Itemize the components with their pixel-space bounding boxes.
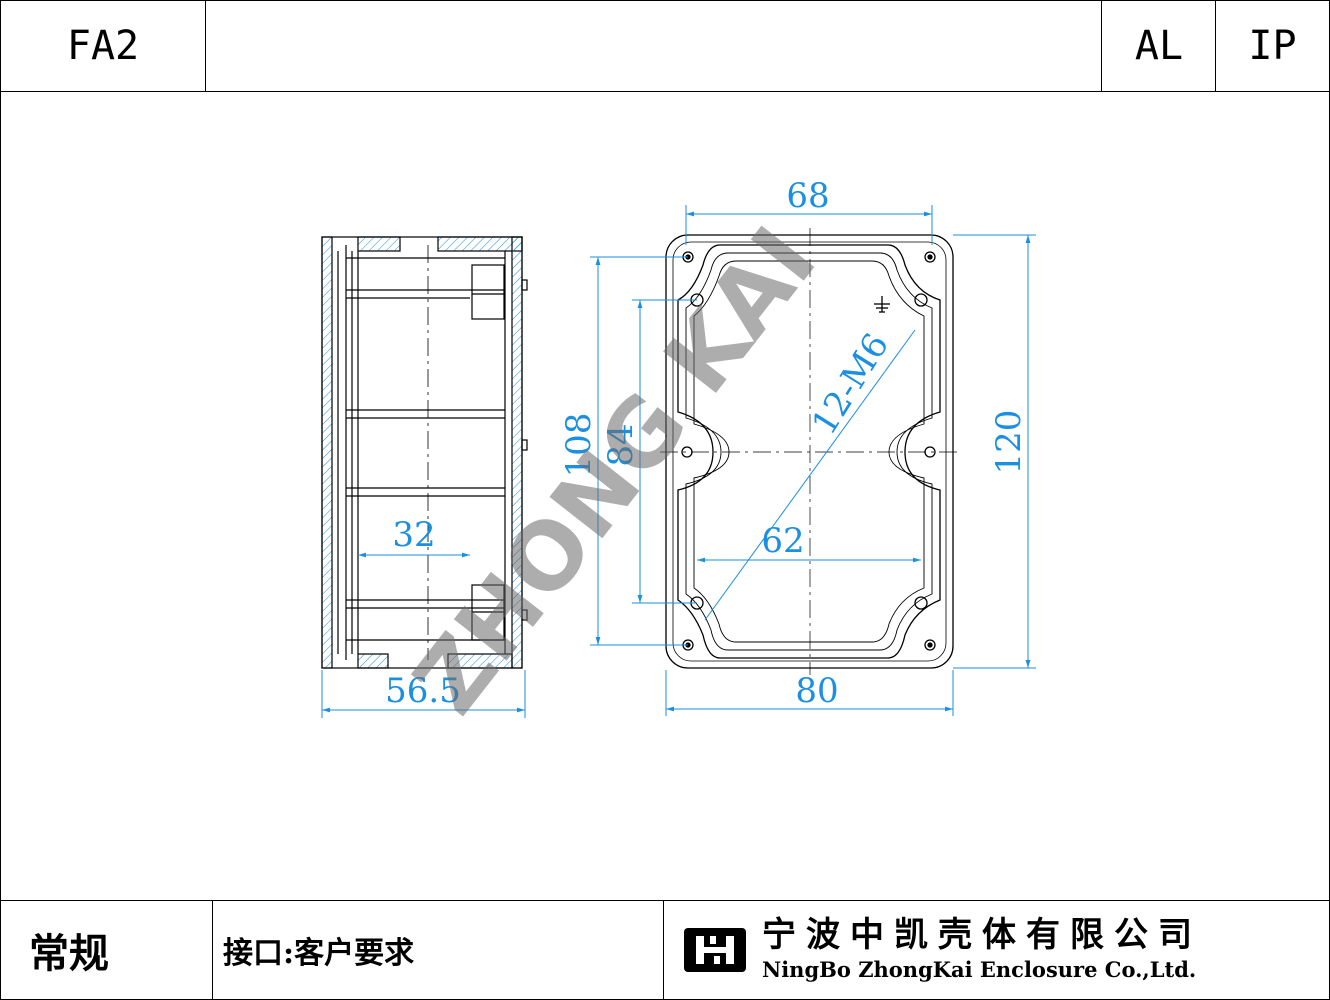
dim-right: 120 bbox=[989, 410, 1029, 475]
side-dimensions bbox=[321, 552, 526, 718]
dim-bottom: 80 bbox=[795, 671, 838, 711]
hole-label: 12-M6 bbox=[804, 326, 897, 442]
rating-label: IP bbox=[1248, 23, 1297, 69]
interface-label: 接口:客户要求 bbox=[223, 936, 415, 971]
material-label: AL bbox=[1134, 23, 1184, 69]
category-cell: 常规 bbox=[0, 900, 213, 1000]
model-label: FA2 bbox=[66, 23, 140, 69]
side-view bbox=[321, 236, 528, 669]
interface-cell: 接口:客户要求 bbox=[212, 900, 664, 1000]
company-text: 宁波中凯壳体有限公司 NingBo ZhongKai Enclosure Co.… bbox=[762, 915, 1202, 985]
top-view bbox=[660, 228, 958, 675]
dim-side-inner: 32 bbox=[392, 515, 435, 555]
dim-top: 68 bbox=[786, 176, 829, 216]
watermark: ZHONG KAI bbox=[393, 208, 836, 733]
dim-inner-width: 62 bbox=[761, 521, 804, 561]
company-cell: 宁波中凯壳体有限公司 NingBo ZhongKai Enclosure Co.… bbox=[663, 900, 1330, 1000]
dim-left-inner: 84 bbox=[601, 423, 641, 466]
header-divider bbox=[0, 91, 1330, 92]
company-name-en: NingBo ZhongKai Enclosure Co.,Ltd. bbox=[762, 957, 1197, 982]
company-name-cn: 宁波中凯壳体有限公司 bbox=[762, 915, 1202, 955]
dim-side-width: 56.5 bbox=[385, 671, 461, 711]
category-label: 常规 bbox=[29, 930, 109, 977]
top-dimensions bbox=[590, 205, 1036, 716]
rating-cell: IP bbox=[1215, 0, 1330, 92]
company-logo-icon bbox=[684, 928, 746, 972]
dim-left-outer: 108 bbox=[559, 413, 599, 478]
